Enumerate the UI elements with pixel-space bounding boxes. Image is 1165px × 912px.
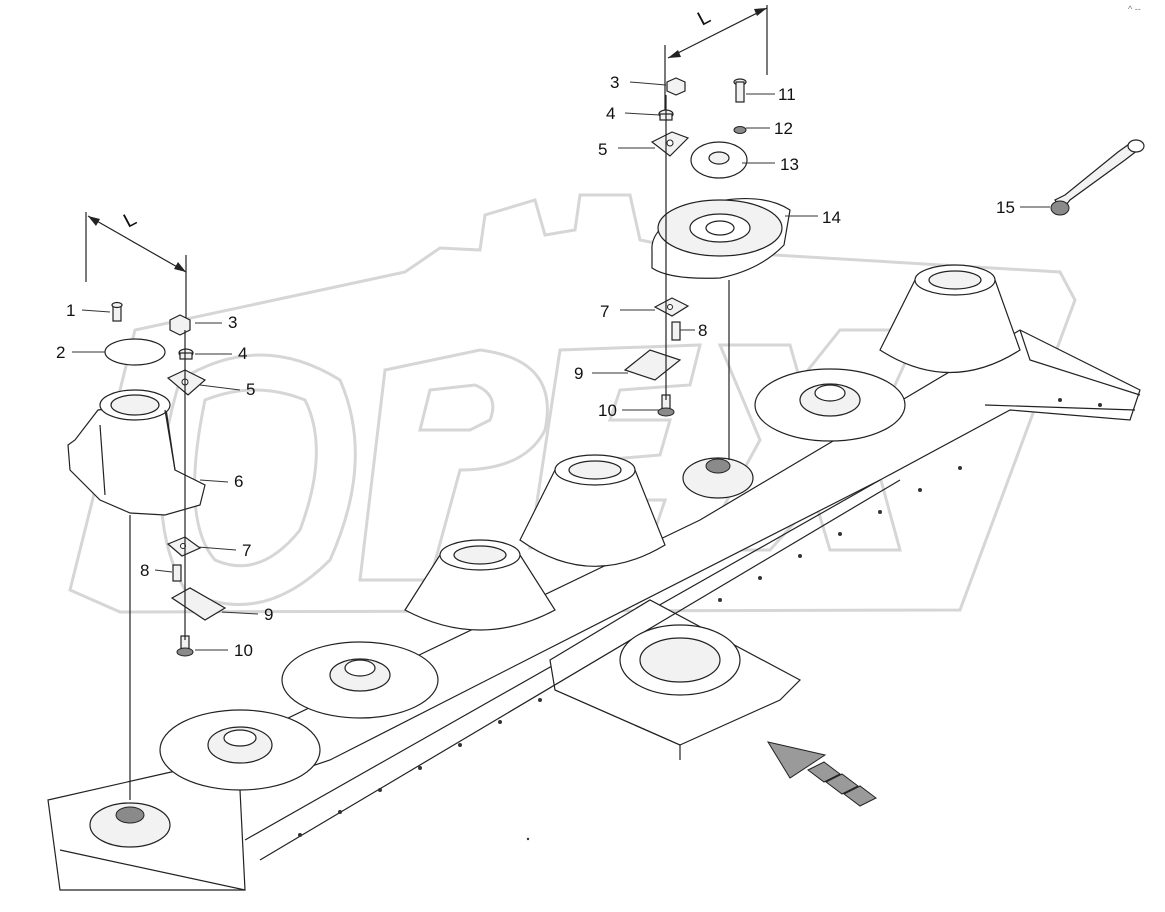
dimension-label-left: L: [120, 208, 140, 233]
blade-9-right: [623, 349, 682, 381]
drum-6-left: [67, 389, 206, 516]
plate-5-right: [650, 131, 690, 157]
nut-4-left: [178, 348, 194, 360]
callout-7-right: 7: [600, 302, 609, 321]
plate-5-left: [166, 369, 207, 396]
callout-12: 12: [774, 119, 793, 138]
disc-14: [651, 198, 791, 279]
callout-9-right: 9: [574, 364, 583, 383]
dimension-l-left: [85, 212, 187, 330]
disc-hub: [89, 457, 754, 848]
wrench-15: [1050, 139, 1145, 216]
callout-leaders-left: [72, 309, 259, 651]
bolt-11: [733, 78, 747, 103]
direction-arrow-icon: [766, 741, 877, 807]
callout-7-left: 7: [242, 541, 251, 560]
callout-13: 13: [780, 155, 799, 174]
callout-5-left: 5: [246, 380, 255, 399]
blade-9-left: [170, 587, 227, 621]
callout-10-left: 10: [234, 641, 253, 660]
callout-4-left: 4: [238, 344, 247, 363]
nut-3-left: [169, 314, 191, 336]
callout-10-right: 10: [598, 401, 617, 420]
callout-leaders-right: [592, 81, 1050, 411]
callout-14: 14: [822, 208, 841, 227]
bolt-10-right: [657, 394, 675, 417]
bolt-10-left: [176, 635, 194, 657]
dimension-label-right: L: [694, 6, 714, 31]
nut-3-right: [666, 77, 686, 96]
callout-8-right: 8: [698, 321, 707, 340]
gear-housing: [619, 624, 741, 696]
callout-5-right: 5: [598, 140, 607, 159]
cutting-disc: [281, 641, 439, 719]
callout-3-right: 3: [610, 73, 619, 92]
callout-4-right: 4: [606, 104, 615, 123]
callout-11: 11: [778, 85, 796, 104]
drum: [519, 454, 666, 567]
stray-dot: [526, 837, 530, 841]
callout-8-left: 8: [140, 561, 149, 580]
washer-12: [733, 126, 747, 134]
cover-disc-2: [104, 338, 166, 366]
washer-13: [690, 141, 748, 179]
bolt-1-left: [111, 301, 123, 322]
callout-15: 15: [996, 198, 1015, 217]
cutting-disc: [159, 709, 321, 791]
plate-7-right: [653, 297, 690, 317]
drum: [879, 264, 1021, 373]
bolt-8-right: [671, 321, 681, 341]
callout-3-left: 3: [228, 313, 237, 332]
cutting-disc: [754, 368, 906, 442]
bolt-8-left: [172, 564, 182, 582]
drum: [404, 539, 556, 631]
plate-7-left: [166, 536, 202, 557]
callout-6-left: 6: [234, 472, 243, 491]
callout-2-left: 2: [56, 343, 65, 362]
corner-mark: ^ --: [1128, 4, 1141, 14]
dimension-l-right: [664, 5, 768, 110]
callout-1-left: 1: [66, 301, 75, 320]
callout-9-left: 9: [264, 605, 273, 624]
